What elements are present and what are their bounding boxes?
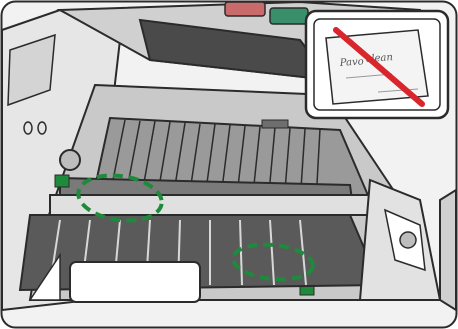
inset-prohibition: Pavo clean	[306, 11, 448, 118]
green-button	[270, 8, 308, 24]
red-button	[225, 2, 265, 16]
lever-left	[55, 175, 69, 187]
packet-brand-text: Pavo	[338, 56, 364, 69]
white-roller	[70, 262, 200, 302]
transfer-roller	[50, 195, 370, 215]
printer-right-edge	[440, 190, 456, 310]
connector-tab	[262, 120, 288, 128]
right-gear	[400, 232, 416, 248]
gear-left	[60, 150, 80, 170]
